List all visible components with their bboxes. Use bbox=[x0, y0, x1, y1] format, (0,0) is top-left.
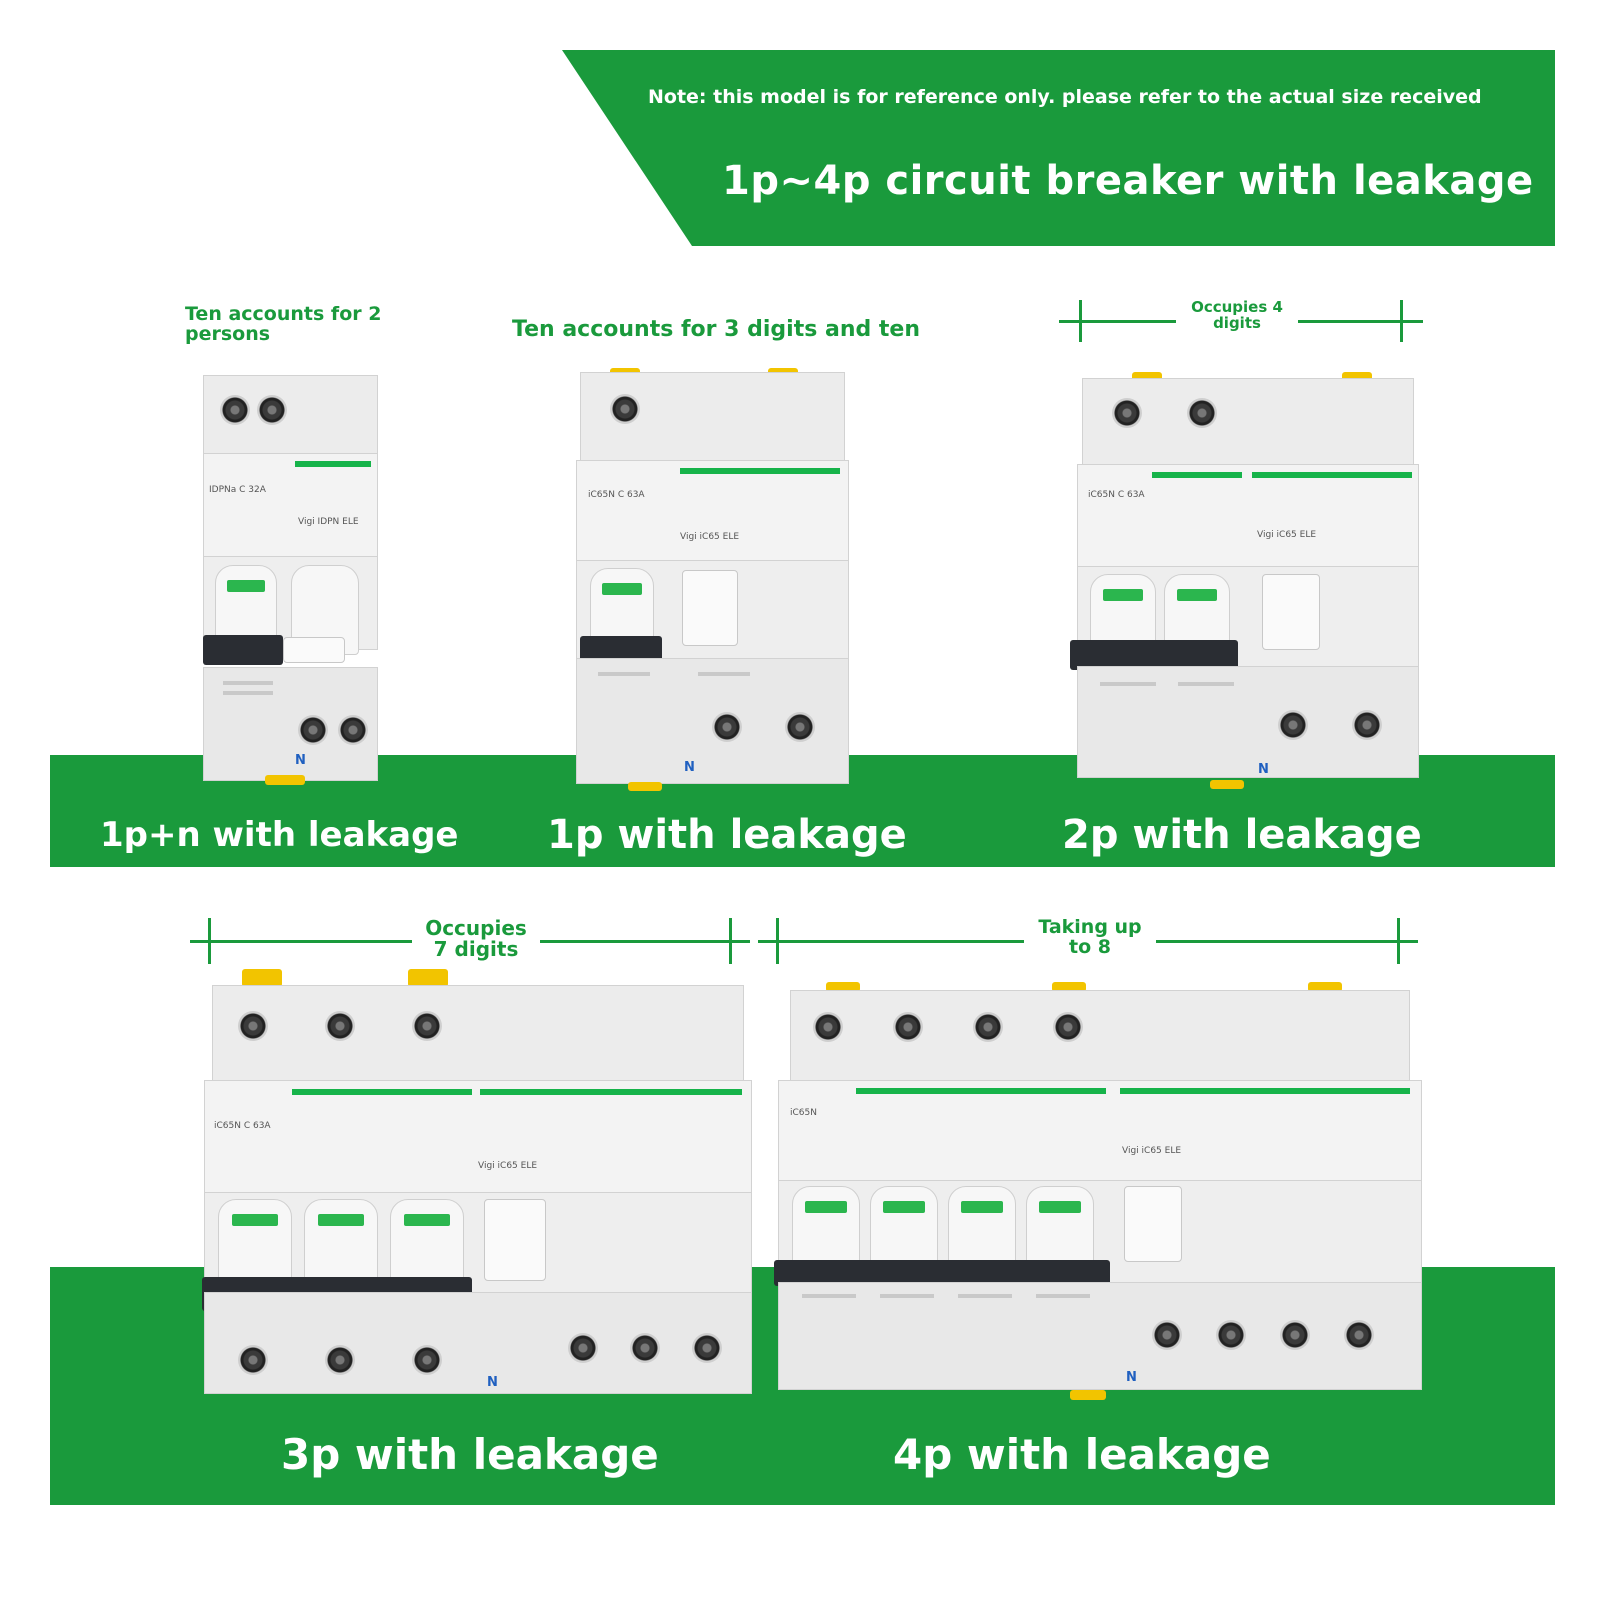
header-banner bbox=[562, 50, 1555, 246]
front-label-right: Vigi iC65 ELE bbox=[1257, 530, 1317, 540]
terminal-screw-icon bbox=[238, 1011, 268, 1041]
terminal-screw-icon bbox=[298, 715, 328, 745]
terminal-screw-icon bbox=[325, 1345, 355, 1375]
terminal-screw-icon bbox=[238, 1345, 268, 1375]
front-label-right: Vigi IDPN ELE bbox=[298, 517, 359, 527]
front-label-top: iC65N bbox=[790, 1108, 817, 1118]
terminal-screw-icon bbox=[813, 1012, 843, 1042]
terminal-screw-icon bbox=[1216, 1320, 1246, 1350]
terminal-screw-icon bbox=[412, 1345, 442, 1375]
terminal-screw-icon bbox=[220, 395, 250, 425]
neutral-mark: N bbox=[487, 1375, 498, 1390]
front-label-top: IDPNa C 32A bbox=[209, 485, 266, 495]
terminal-screw-icon bbox=[785, 712, 815, 742]
terminal-screw-icon bbox=[412, 1011, 442, 1041]
front-label-top: iC65N C 63A bbox=[1088, 490, 1145, 500]
dimension-arrow-icon bbox=[729, 918, 732, 964]
dimension-arrow-icon bbox=[208, 918, 211, 964]
terminal-screw-icon bbox=[1352, 710, 1382, 740]
breaker-1p: iC65N C 63A Vigi iC65 ELE N bbox=[576, 368, 849, 794]
neutral-mark: N bbox=[1126, 1370, 1137, 1385]
terminal-screw-icon bbox=[610, 394, 640, 424]
label-1pn: 1p+n with leakage bbox=[100, 815, 459, 855]
neutral-mark: N bbox=[295, 753, 306, 768]
neutral-mark: N bbox=[1258, 762, 1269, 777]
size-note-1p: Ten accounts for 3 digits and ten bbox=[512, 317, 920, 342]
breaker-2p: iC65N C 63A Vigi iC65 ELE N bbox=[1070, 372, 1419, 793]
dimension-arrow-icon bbox=[1400, 300, 1403, 342]
terminal-screw-icon bbox=[1280, 1320, 1310, 1350]
terminal-screw-icon bbox=[893, 1012, 923, 1042]
front-label-right: Vigi iC65 ELE bbox=[1122, 1146, 1182, 1156]
terminal-screw-icon bbox=[1053, 1012, 1083, 1042]
dimension-arrow-icon bbox=[1079, 300, 1082, 342]
header-title: 1p~4p circuit breaker with leakage bbox=[722, 158, 1534, 204]
breaker-3p: iC65N C 63A Vigi iC65 ELE N bbox=[202, 969, 752, 1403]
size-note-2p: Occupies 4 digits bbox=[1176, 299, 1298, 332]
label-3p: 3p with leakage bbox=[281, 1430, 659, 1479]
terminal-screw-icon bbox=[712, 712, 742, 742]
terminal-screw-icon bbox=[973, 1012, 1003, 1042]
front-label-right: Vigi iC65 ELE bbox=[478, 1161, 538, 1171]
terminal-screw-icon bbox=[338, 715, 368, 745]
dimension-arrow-icon bbox=[1397, 918, 1400, 964]
neutral-mark: N bbox=[684, 760, 695, 775]
front-label-top: iC65N C 63A bbox=[214, 1121, 271, 1131]
terminal-screw-icon bbox=[692, 1333, 722, 1363]
size-note-1pn: Ten accounts for 2 persons bbox=[185, 303, 382, 345]
label-1p: 1p with leakage bbox=[547, 812, 907, 858]
dimension-arrow-icon bbox=[776, 918, 779, 964]
label-4p: 4p with leakage bbox=[893, 1430, 1271, 1479]
dimension-3p: Occupies 7 digits bbox=[190, 918, 750, 964]
dimension-2p: Occupies 4 digits bbox=[1059, 299, 1423, 342]
terminal-screw-icon bbox=[1112, 398, 1142, 428]
size-note-4p: Taking up to 8 bbox=[1024, 917, 1156, 958]
terminal-screw-icon bbox=[257, 395, 287, 425]
terminal-screw-icon bbox=[1278, 710, 1308, 740]
dimension-4p: Taking up to 8 bbox=[758, 917, 1418, 964]
front-label-top: iC65N C 63A bbox=[588, 490, 645, 500]
header-note: Note: this model is for reference only. … bbox=[648, 86, 1482, 108]
terminal-screw-icon bbox=[1187, 398, 1217, 428]
size-note-3p: Occupies 7 digits bbox=[412, 918, 540, 960]
terminal-screw-icon bbox=[568, 1333, 598, 1363]
terminal-screw-icon bbox=[325, 1011, 355, 1041]
breaker-4p: iC65N Vigi iC65 ELE N bbox=[774, 982, 1422, 1408]
terminal-screw-icon bbox=[1344, 1320, 1374, 1350]
terminal-screw-icon bbox=[630, 1333, 660, 1363]
terminal-screw-icon bbox=[1152, 1320, 1182, 1350]
label-2p: 2p with leakage bbox=[1062, 812, 1422, 858]
breaker-1pn: IDPNa C 32A Vigi IDPN ELE N bbox=[203, 375, 378, 793]
front-label-right: Vigi iC65 ELE bbox=[680, 532, 740, 542]
